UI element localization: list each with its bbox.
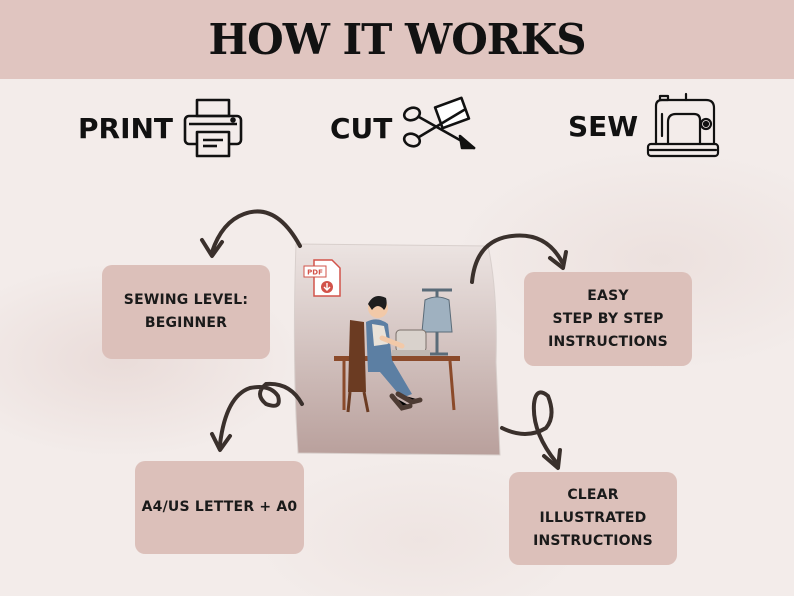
step-label-print: PRINT: [78, 111, 174, 145]
sewing-machine-icon: [646, 92, 722, 160]
pdf-file-icon: PDF: [303, 259, 341, 297]
arrow-to-step-by-step: [470, 233, 564, 284]
header-banner: HOW IT WORKS: [0, 0, 794, 79]
feature-paper-formats: A4/US LETTER + A0: [135, 461, 304, 554]
arrow-to-sewing-level: [210, 209, 302, 254]
pdf-badge-text: PDF: [307, 269, 323, 277]
printer-icon: [181, 96, 245, 160]
step-print: PRINT: [78, 96, 245, 160]
sewing-illustration: PDF: [292, 242, 502, 457]
arrow-to-step-by-step-head: [548, 250, 568, 270]
seamstress-figure: [346, 296, 423, 413]
arrow-to-sewing-level-head: [200, 238, 224, 258]
feature-sewing-level-text: SEWING LEVEL: BEGINNER: [123, 292, 249, 331]
step-label-cut: CUT: [330, 111, 393, 145]
arrow-to-paper-formats: [218, 381, 304, 446]
feature-step-by-step-text: EASY STEP BY STEP INSTRUCTIONS: [548, 287, 668, 350]
feature-step-by-step: EASY STEP BY STEP INSTRUCTIONS: [524, 272, 692, 366]
arrow-to-illustrated: [500, 390, 558, 464]
feature-illustrated-text: CLEAR ILLUSTRATED INSTRUCTIONS: [533, 487, 653, 549]
sewing-table: [334, 356, 460, 411]
arrow-to-paper-formats-head: [210, 432, 232, 452]
page-title: HOW IT WORKS: [208, 15, 586, 64]
scissors-icon: [400, 96, 478, 160]
step-cut: CUT: [330, 96, 478, 160]
step-sew: SEW: [568, 92, 722, 160]
feature-paper-formats-text: A4/US LETTER + A0: [141, 499, 298, 515]
feature-sewing-level: SEWING LEVEL: BEGINNER: [102, 265, 270, 359]
feature-illustrated: CLEAR ILLUSTRATED INSTRUCTIONS: [509, 472, 677, 565]
step-label-sew: SEW: [568, 109, 639, 143]
arrow-to-illustrated-head: [542, 448, 562, 470]
